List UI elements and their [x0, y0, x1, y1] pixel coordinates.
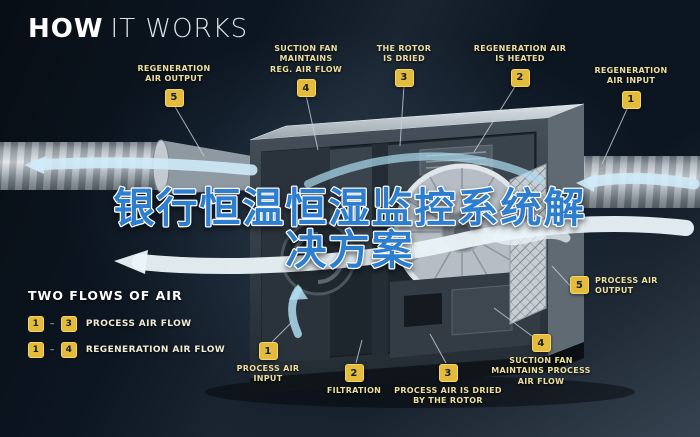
legend-heading: TWO FLOWS OF AIR: [28, 288, 183, 303]
component-box: [451, 284, 513, 336]
legend-badge-process-start: 1: [28, 316, 44, 332]
title-how: HOW: [28, 14, 104, 44]
filter-panel: [509, 163, 547, 325]
callout-regeneration-air-input: REGENERATION AIR INPUT 1: [584, 66, 678, 109]
flow-regen-internal: [304, 152, 544, 188]
step-badge-process-2: 2: [344, 364, 364, 382]
step-badge-regen-4: 4: [296, 79, 316, 98]
flow-process-main-ribbon: [132, 216, 694, 274]
legend-two-flows: TWO FLOWS OF AIR 1 – 3 PROCESS AIR FLOW …: [28, 288, 225, 358]
step-badge-regen-3: 3: [394, 68, 414, 87]
step-badge-regen-1: 1: [621, 90, 641, 109]
callout-label: PROCESS AIR IS DRIED BY THE ROTOR: [394, 386, 502, 406]
callout-process-air-dried: 3 PROCESS AIR IS DRIED BY THE ROTOR: [390, 364, 506, 407]
callout-label: THE ROTOR IS DRIED: [376, 44, 432, 64]
legend-range-dash: –: [50, 345, 55, 355]
callout-label: PROCESS AIR INPUT: [236, 364, 300, 384]
callout-label: REGENERATION AIR IS HEATED: [473, 44, 567, 64]
legend-label-regeneration: REGENERATION AIR FLOW: [85, 345, 226, 355]
title-it-works: IT WORKS: [110, 14, 249, 44]
legend-row-process: 1 – 3 PROCESS AIR FLOW: [28, 316, 225, 332]
callout-regen-air-heated: REGENERATION AIR IS HEATED 2: [470, 44, 570, 87]
callout-label: FILTRATION: [326, 386, 382, 395]
callout-rotor-is-dried: THE ROTOR IS DRIED 3: [366, 44, 442, 87]
callout-label: REGENERATION AIR OUTPUT: [137, 64, 211, 84]
callout-process-air-input: 1 PROCESS AIR INPUT: [230, 342, 306, 385]
step-badge-process-5: 5: [570, 276, 589, 294]
callout-filtration: 2 FILTRATION: [322, 364, 386, 396]
airflow-ribbons: [24, 152, 700, 338]
callout-process-air-output: 5 PROCESS AIR OUTPUT: [570, 276, 674, 297]
flow-regen-input-arrow: [586, 172, 700, 190]
legend-badge-regen-end: 4: [60, 342, 77, 358]
unit-base: [250, 342, 584, 394]
legend-range-dash: –: [50, 319, 55, 329]
step-badge-regen-5: 5: [164, 88, 184, 107]
step-badge-process-3: 3: [438, 364, 458, 382]
flow-regen-output-arrow: [32, 157, 258, 176]
callout-suction-fan-reg: SUCTION FAN MAINTAINS REG. AIR FLOW 4: [254, 44, 358, 98]
legend-label-process: PROCESS AIR FLOW: [85, 319, 192, 329]
callout-label: SUCTION FAN MAINTAINS REG. AIR FLOW: [270, 44, 342, 74]
step-badge-process-1: 1: [258, 342, 278, 360]
leader-lines: [173, 84, 629, 364]
callout-regeneration-air-output: REGENERATION AIR OUTPUT 5: [126, 64, 222, 107]
legend-badge-process-end: 3: [60, 316, 77, 332]
callout-label: SUCTION FAN MAINTAINS PROCESS AIR FLOW: [491, 356, 591, 386]
legend-row-regeneration: 1 – 4 REGENERATION AIR FLOW: [28, 342, 225, 358]
step-badge-process-4: 4: [531, 334, 551, 352]
callout-suction-fan-process: 4 SUCTION FAN MAINTAINS PROCESS AIR FLOW: [484, 334, 598, 387]
panel-opening: [404, 293, 442, 327]
callout-label: PROCESS AIR OUTPUT: [595, 276, 658, 296]
step-badge-regen-2: 2: [510, 68, 530, 87]
callout-label: REGENERATION AIR INPUT: [594, 66, 668, 86]
legend-badge-regen-start: 1: [28, 342, 44, 358]
